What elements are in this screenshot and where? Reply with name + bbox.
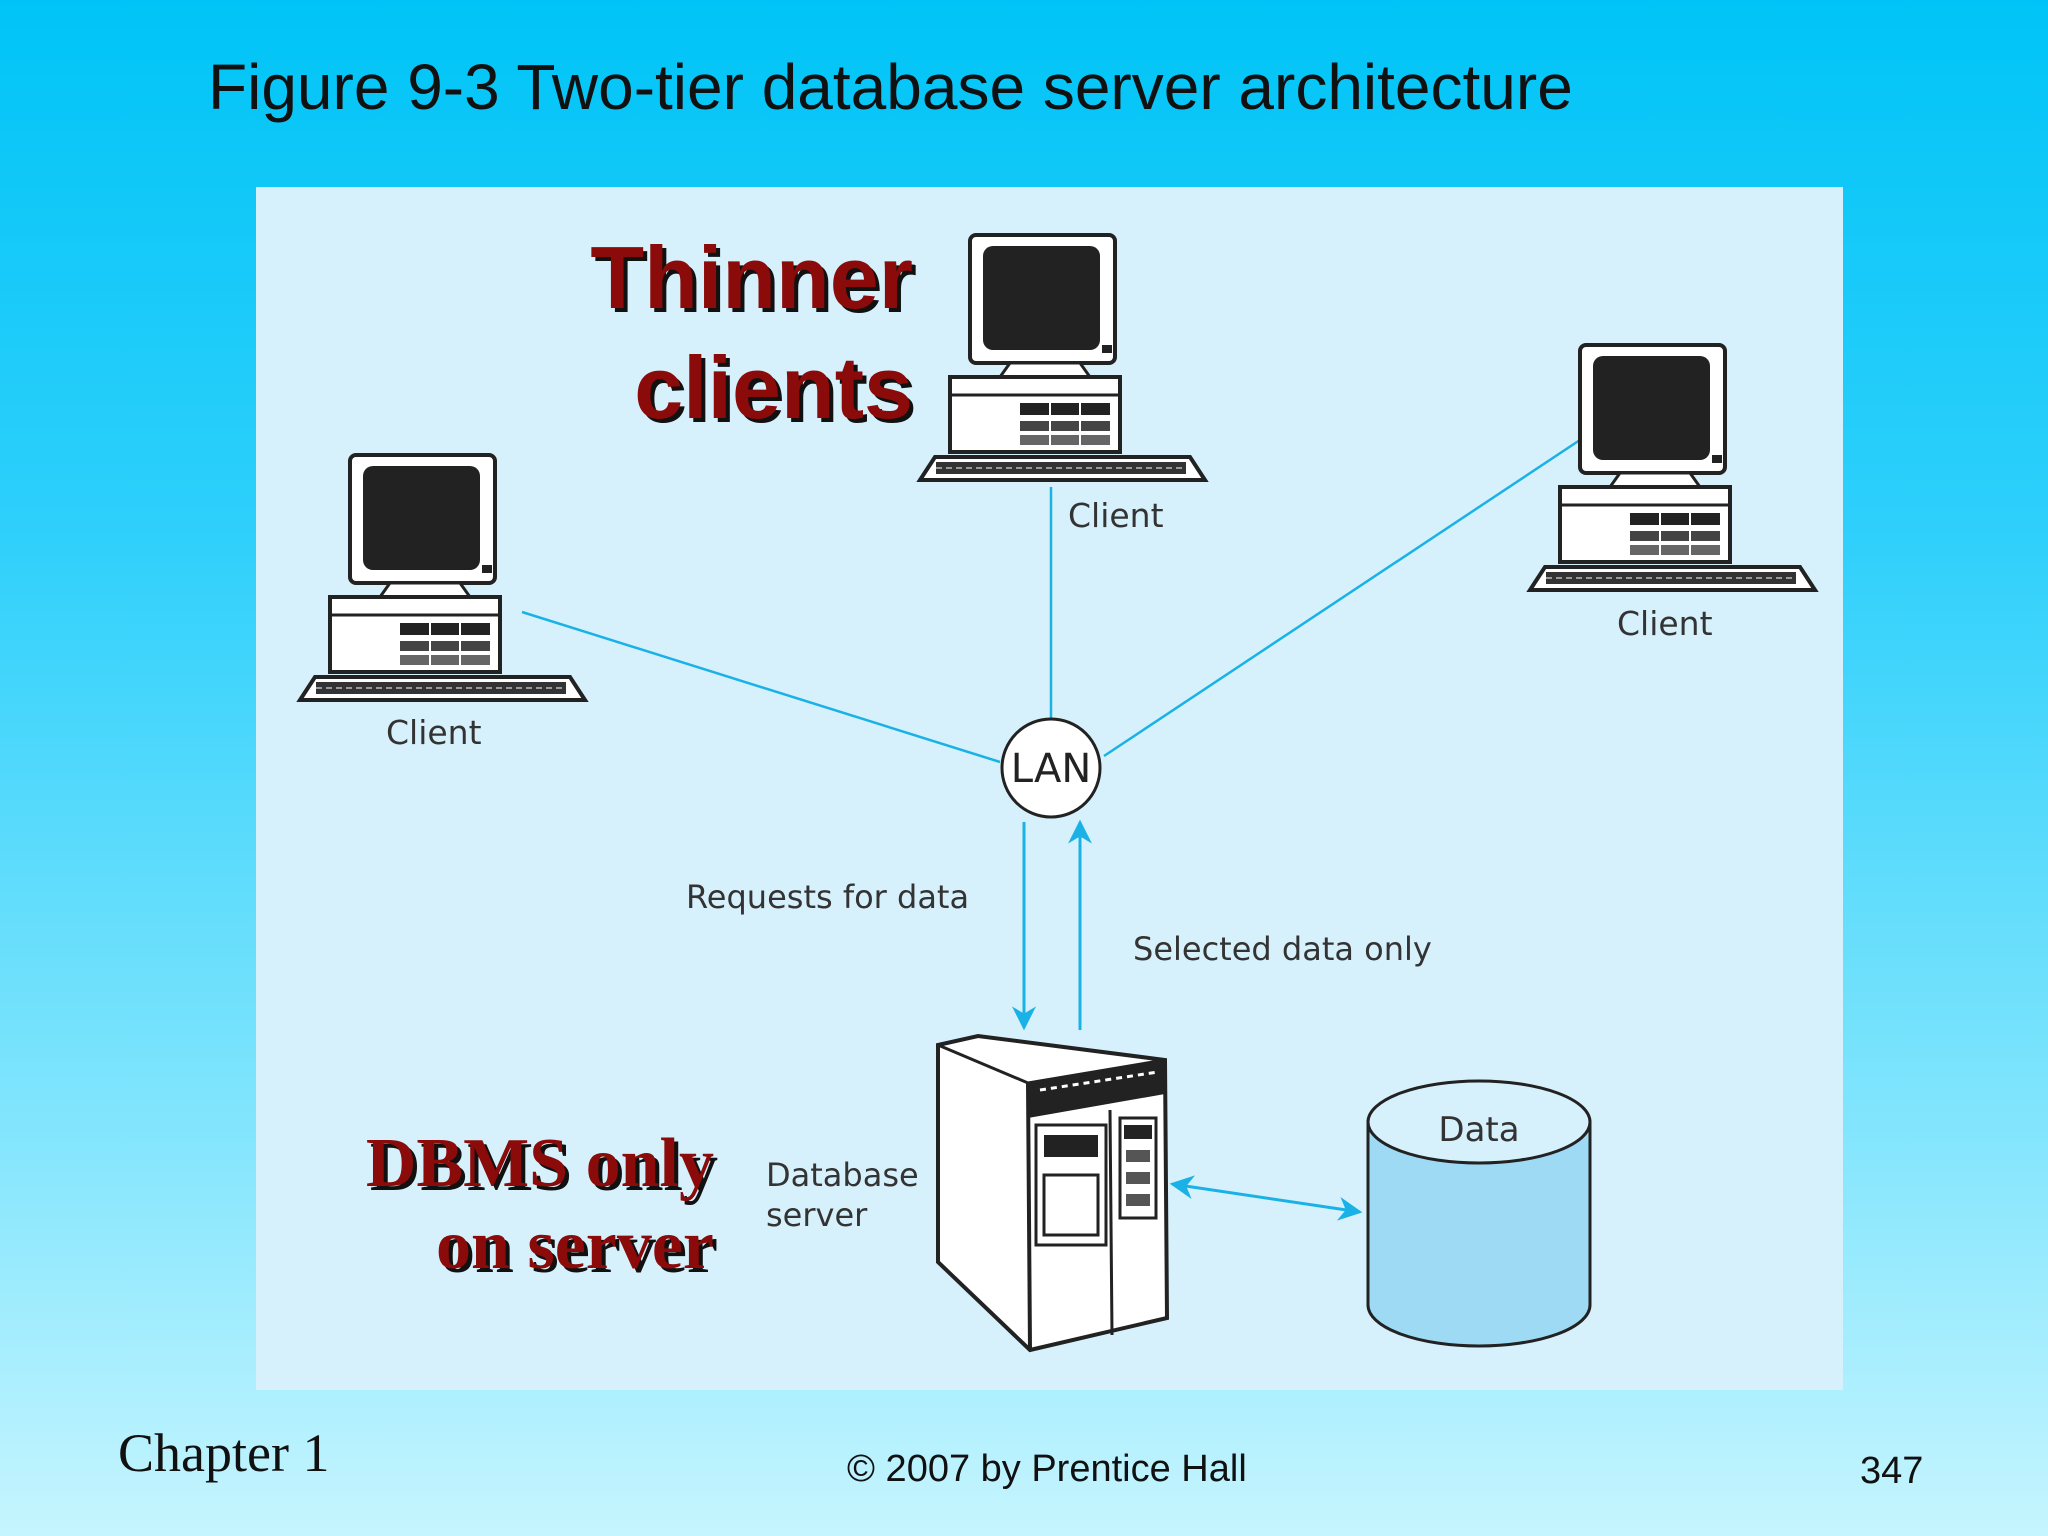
server-label-line2: server [766, 1196, 868, 1234]
client-label-center: Client [1068, 496, 1164, 535]
footer-copyright: © 2007 by Prentice Hall [847, 1448, 1247, 1490]
callout-server-shadow-2: on server [440, 1211, 718, 1288]
callout-server-line1: DBMS only [366, 1125, 714, 1202]
server-data-arrow [1169, 1175, 1363, 1221]
link-left-client [521, 610, 1001, 764]
client-computer-left [298, 453, 587, 702]
callout-clients-shadow-1: Thinner [594, 232, 917, 331]
response-label: Selected data only [1133, 930, 1432, 968]
client-computer-center [918, 233, 1207, 482]
callout-server-line2: on server [436, 1207, 714, 1284]
lan-label: LAN [1011, 746, 1092, 792]
database-server [936, 1033, 1170, 1353]
callout-server-shadow-1: DBMS only [370, 1129, 718, 1206]
callout-clients-shadow-2: clients [638, 342, 917, 441]
link-right-client [1103, 426, 1599, 758]
client-label-left: Client [386, 713, 482, 752]
slide-title: Figure 9-3 Two-tier database server arch… [208, 51, 1573, 123]
callout-clients-line2: clients [634, 338, 913, 437]
data-label: Data [1438, 1110, 1519, 1150]
request-label: Requests for data [686, 878, 969, 916]
footer-page-number: 347 [1860, 1450, 1924, 1492]
data-store-cylinder [1366, 1079, 1592, 1348]
callout-dbms-server: DBMS only DBMS only on server on server [366, 1125, 718, 1288]
lan-hub [1000, 717, 1102, 819]
callout-thinner-clients: Thinner Thinner clients clients [590, 228, 917, 441]
server-label-line1: Database [766, 1156, 919, 1194]
client-computer-right [1528, 343, 1817, 592]
footer-chapter: Chapter 1 [118, 1423, 330, 1483]
callout-clients-line1: Thinner [590, 228, 913, 327]
client-label-right: Client [1617, 604, 1713, 643]
